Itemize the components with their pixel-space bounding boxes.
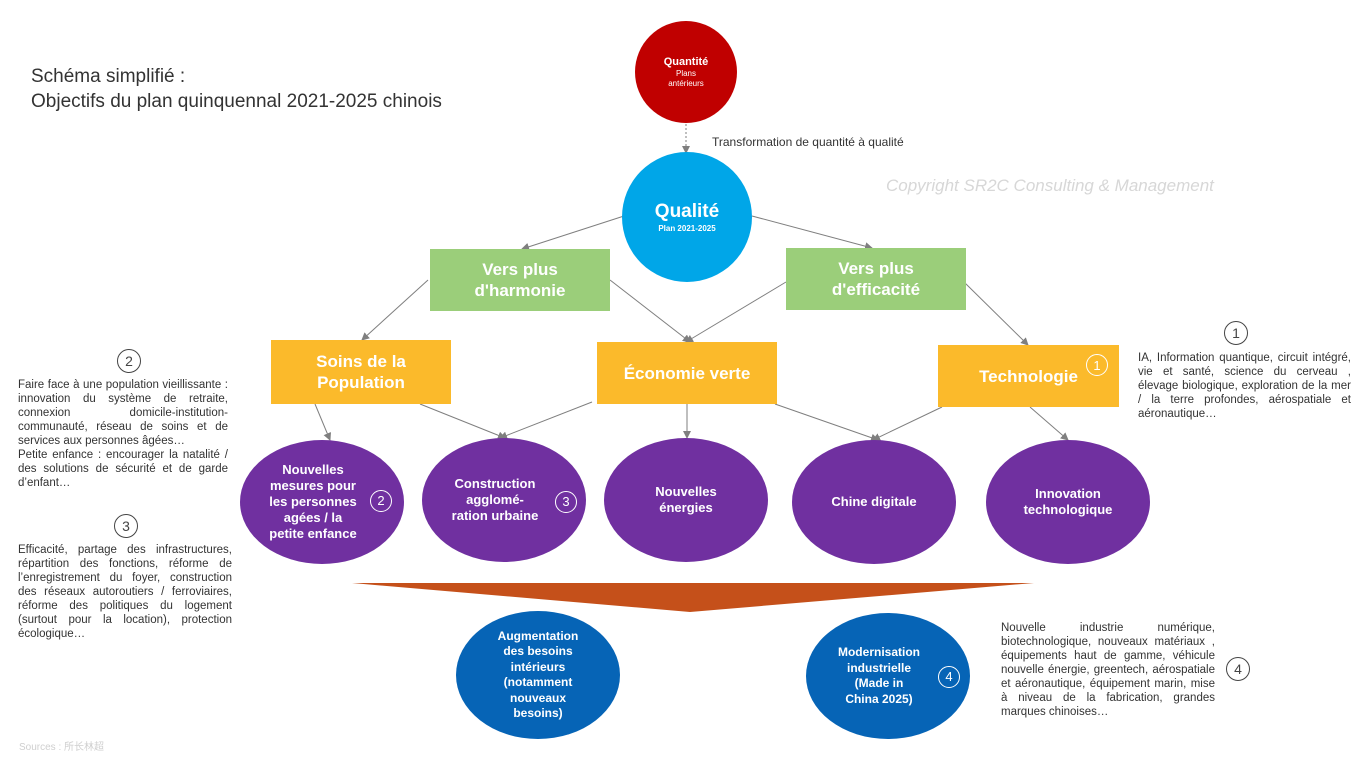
mesures-num-badge: 2 xyxy=(370,490,392,512)
quantite-circle: Quantité Plans antérieurs xyxy=(635,21,737,123)
mesures-line-1: Nouvelles xyxy=(282,462,344,477)
arrow-efficacite-technologie xyxy=(963,281,1029,346)
soins-line-2: Population xyxy=(317,373,405,392)
construction-line-1: Construction xyxy=(454,476,536,491)
arrow-harmonie-soins xyxy=(361,279,429,341)
augmentation-line-5: nouveaux xyxy=(509,690,566,705)
sources-label: Sources : 所长林超 xyxy=(19,742,105,753)
note-4-text: Nouvelle industrie numérique, biotechnol… xyxy=(1001,622,1215,718)
modernisation-line-1: Modernisation xyxy=(837,645,920,659)
arrow-efficacite-economie xyxy=(685,281,787,343)
augmentation-line-6: besoins) xyxy=(513,706,563,720)
quantite-title: Quantité xyxy=(663,55,709,68)
note-2-text-1: Faire face à une population vieillissant… xyxy=(18,379,228,447)
title-line-1: Schéma simplifié : xyxy=(31,66,186,87)
augmentation-line-1: Augmentation xyxy=(497,628,579,643)
arrow-technologie-digitale xyxy=(872,406,943,441)
mesures-ellipse: Nouvelles mesures pour les personnes agé… xyxy=(240,440,404,564)
innovation-line-2: technologique xyxy=(1023,502,1113,517)
page-title: Schéma simplifié : Objectifs du plan qui… xyxy=(31,64,442,114)
mesures-line-5: petite enfance xyxy=(269,526,357,541)
energies-line-1: Nouvelles xyxy=(655,484,717,499)
arrow-harmonie-economie xyxy=(609,279,691,343)
modernisation-ellipse: Modernisation industrielle (Made in Chin… xyxy=(806,613,970,739)
transformation-label: Transformation de quantité à qualité xyxy=(712,135,904,149)
augmentation-line-3: intérieurs xyxy=(510,659,566,674)
copyright-watermark: Copyright SR2C Consulting & Management xyxy=(886,176,1214,195)
economie-label: Économie verte xyxy=(623,363,751,383)
mesures-line-2: mesures pour xyxy=(270,478,356,493)
arrow-economie-construction xyxy=(499,401,593,440)
modernisation-line-4: China 2025) xyxy=(845,691,913,706)
digitale-label: Chine digitale xyxy=(831,494,917,509)
efficacite-box: Vers plus d'efficacité xyxy=(786,248,966,310)
soins-box: Soins de la Population xyxy=(271,340,451,404)
modernisation-line-3: (Made in xyxy=(854,676,904,690)
augmentation-ellipse: Augmentation des besoins intérieurs (not… xyxy=(456,611,620,739)
construction-line-2: agglomé- xyxy=(466,492,524,507)
modernisation-line-2: industrielle xyxy=(846,660,911,675)
economie-box: Économie verte xyxy=(597,342,777,404)
arrow-soins-mesures xyxy=(314,403,331,441)
augmentation-line-4: (notamment xyxy=(503,675,573,689)
arrow-economie-digitale xyxy=(774,403,879,442)
arrow-qualite-harmonie xyxy=(521,215,625,251)
harmonie-line-1: Vers plus xyxy=(482,260,558,279)
note-1-text: IA, Information quantique, circuit intég… xyxy=(1138,352,1351,420)
construction-ellipse: Construction agglomé- ration urbaine 3 xyxy=(422,438,586,562)
modernisation-num-badge: 4 xyxy=(938,666,960,688)
energies-line-2: énergies xyxy=(659,500,713,515)
construction-line-3: ration urbaine xyxy=(451,508,539,523)
qualite-sub: Plan 2021-2025 xyxy=(658,224,716,233)
digitale-ellipse: Chine digitale xyxy=(792,440,956,564)
qualite-title: Qualité xyxy=(654,201,720,222)
harmonie-line-2: d'harmonie xyxy=(474,281,566,300)
note-1-num: 1 xyxy=(1224,321,1248,345)
note-2-text: Faire face à une population vieillissant… xyxy=(18,378,228,490)
arrow-technologie-innovation xyxy=(1029,406,1069,441)
note-3-text: Efficacité, partage des infrastructures,… xyxy=(18,544,232,640)
note-3-num: 3 xyxy=(114,514,138,538)
title-line-2: Objectifs du plan quinquennal 2021-2025 … xyxy=(31,91,442,112)
funnel-arrow xyxy=(352,583,1034,612)
efficacite-line-2: d'efficacité xyxy=(831,280,921,299)
energies-ellipse: Nouvelles énergies xyxy=(604,438,768,562)
technologie-label: Technologie xyxy=(979,366,1078,386)
quantite-sub-2: antérieurs xyxy=(668,78,704,88)
quantite-sub-1: Plans xyxy=(675,68,696,78)
technologie-num-badge: 1 xyxy=(1086,354,1108,376)
note-4-num: 4 xyxy=(1226,657,1250,681)
innovation-ellipse: Innovation technologique xyxy=(986,440,1150,564)
mesures-line-3: les personnes xyxy=(269,494,357,509)
efficacite-line-1: Vers plus xyxy=(838,259,914,278)
qualite-circle: Qualité Plan 2021-2025 xyxy=(622,152,752,282)
arrow-qualite-efficacite xyxy=(751,215,873,251)
note-2-num: 2 xyxy=(117,349,141,373)
augmentation-line-2: des besoins xyxy=(503,644,573,658)
soins-line-1: Soins de la xyxy=(316,352,406,371)
technologie-box: Technologie 1 xyxy=(938,345,1119,407)
construction-num-badge: 3 xyxy=(555,491,577,513)
note-2-text-2: Petite enfance : encourager la natalité … xyxy=(18,449,228,489)
innovation-line-1: Innovation xyxy=(1035,486,1101,501)
harmonie-box: Vers plus d'harmonie xyxy=(430,249,610,311)
arrow-soins-construction xyxy=(419,403,506,440)
mesures-line-4: agées / la xyxy=(283,510,343,525)
